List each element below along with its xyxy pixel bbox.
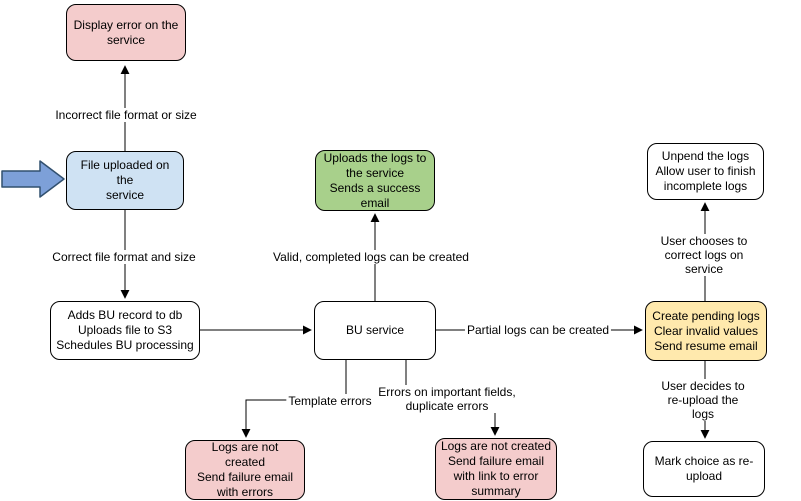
uploads-logs-node: Uploads the logs to the service Sends a … [315,150,435,211]
logs-not-created-errors-node: Logs are not created Send failure email … [185,440,305,500]
edge-label-correct-file-format: Correct file format and size [50,250,198,264]
create-pending-logs-node: Create pending logs Clear invalid values… [645,301,767,361]
unpend-logs-node: Unpend the logs Allow user to finish inc… [647,143,764,200]
edge-label-user-decides-reupload: User decides to re-upload the logs [654,379,752,421]
edge-label-user-chooses-correct: User chooses to correct logs on service [655,234,753,276]
adds-bu-record-node: Adds BU record to db Uploads file to S3 … [50,301,200,360]
edge-label-errors-important-fields: Errors on important fields, duplicate er… [376,385,518,413]
edge-label-template-errors: Template errors [286,394,374,408]
file-uploaded-node: File uploaded on the service [66,151,184,210]
edge-label-partial-logs: Partial logs can be created [464,323,612,337]
bu-service-node: BU service [314,301,436,360]
input-arrow-icon [1,160,65,198]
mark-reupload-node: Mark choice as re- upload [643,441,765,497]
edge-label-valid-completed-logs: Valid, completed logs can be created [271,250,471,264]
logs-not-created-summary-node: Logs are not created Send failure email … [435,438,557,500]
display-error-node: Display error on the service [66,4,186,61]
edge-label-incorrect-file-format: Incorrect file format or size [53,108,199,122]
